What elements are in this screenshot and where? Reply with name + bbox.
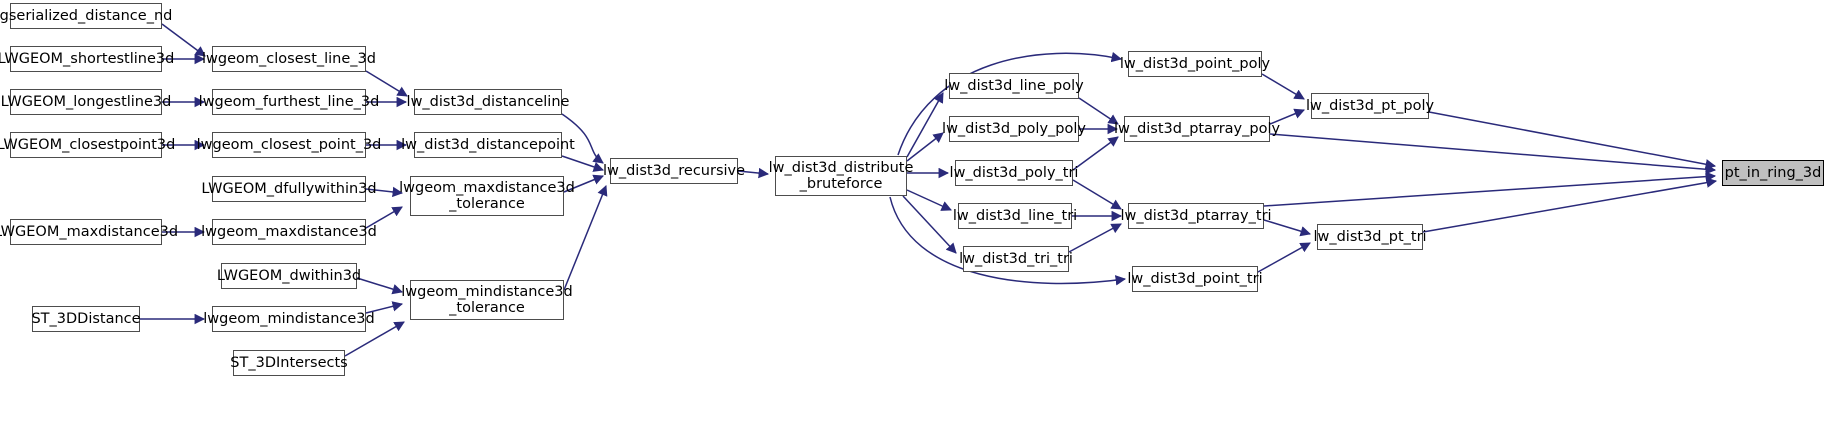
node-label: lw_dist3d_point_poly	[1119, 56, 1271, 72]
node-lw_dist3d_line_tri[interactable]: lw_dist3d_line_tri	[953, 203, 1077, 229]
edge-LWGEOM_dwithin3d-to-lwgeom_mindistance3d_tolerance	[356, 277, 404, 295]
node-ST_3DDistance[interactable]: ST_3DDistance	[31, 306, 141, 332]
edge-lwgeom_mindistance3d-to-lwgeom_mindistance3d_tolerance	[365, 301, 404, 314]
node-LWGEOM_shortestline3d[interactable]: LWGEOM_shortestline3d	[0, 46, 174, 72]
edge-lwgeom_maxdistance3d-to-lwgeom_maxdistance3d_tolerance	[365, 206, 403, 229]
edge-lw_dist3d_recursive-to-lw_dist3d_distribute_bruteforce	[737, 167, 770, 179]
node-lwgeom_maxdistance3d_tolerance[interactable]: lwgeom_maxdistance3d _tolerance	[399, 176, 575, 216]
edge-lwgeom_mindistance3d_tolerance-to-lw_dist3d_recursive	[563, 185, 608, 291]
node-label: LWGEOM_dwithin3d	[216, 268, 362, 284]
edge-lw_dist3d_tri_tri-to-lw_dist3d_ptarray_tri	[1068, 223, 1122, 253]
node-lwgeom_mindistance3d_tolerance[interactable]: lwgeom_mindistance3d _tolerance	[401, 280, 573, 320]
edge-lw_dist3d_ptarray_tri-to-pt_in_ring_3d	[1263, 171, 1717, 207]
node-ST_3DIntersects[interactable]: ST_3DIntersects	[230, 350, 348, 376]
node-lw_dist3d_distancepoint[interactable]: lw_dist3d_distancepoint	[401, 132, 575, 158]
node-lw_dist3d_ptarray_tri[interactable]: lw_dist3d_ptarray_tri	[1120, 203, 1272, 229]
node-lw_dist3d_tri_tri[interactable]: lw_dist3d_tri_tri	[959, 246, 1073, 272]
node-label: lw_dist3d_recursive	[602, 163, 746, 179]
node-lwgeom_maxdistance3d[interactable]: lwgeom_maxdistance3d	[201, 219, 377, 245]
node-label: lw_dist3d_distribute _bruteforce	[768, 160, 914, 192]
node-label: lw_dist3d_pt_tri	[1313, 229, 1427, 245]
node-label: lwgeom_mindistance3d	[203, 311, 375, 327]
node-label: lw_dist3d_tri_tri	[959, 251, 1073, 267]
edge-LWGEOM_dfullywithin3d-to-lwgeom_maxdistance3d_tolerance	[365, 186, 404, 198]
node-label: LWGEOM_shortestline3d	[0, 51, 175, 67]
edge-lw_dist3d_distribute_bruteforce-to-lw_dist3d_line_poly	[906, 92, 944, 158]
node-LWGEOM_closestpoint3d[interactable]: LWGEOM_closestpoint3d	[0, 132, 175, 158]
node-label: lwgeom_maxdistance3d _tolerance	[399, 180, 575, 212]
edge-lw_dist3d_point_tri-to-lw_dist3d_pt_tri	[1257, 242, 1311, 273]
node-label: lw_dist3d_ptarray_poly	[1113, 121, 1281, 137]
node-label: lw_dist3d_distancepoint	[401, 137, 575, 153]
edge-lw_dist3d_distribute_bruteforce-to-lw_dist3d_poly_poly	[906, 132, 944, 162]
node-label: lw_dist3d_poly_poly	[942, 121, 1086, 137]
node-label: lw_dist3d_point_tri	[1127, 271, 1263, 287]
node-gserialized_distance_nd[interactable]: gserialized_distance_nd	[0, 3, 172, 29]
node-label: ST_3DDistance	[31, 311, 141, 327]
node-lwgeom_closest_point_3d[interactable]: lwgeom_closest_point_3d	[197, 132, 381, 158]
node-lw_dist3d_poly_poly[interactable]: lw_dist3d_poly_poly	[942, 116, 1086, 142]
node-label: lwgeom_closest_point_3d	[196, 137, 382, 153]
node-label: lw_dist3d_pt_poly	[1305, 98, 1435, 114]
node-label: LWGEOM_maxdistance3d	[0, 224, 179, 240]
node-label: lwgeom_furthest_line_3d	[198, 94, 380, 110]
edge-lw_dist3d_pt_poly-to-pt_in_ring_3d	[1428, 111, 1717, 170]
node-label: lw_dist3d_ptarray_tri	[1120, 208, 1272, 224]
node-label: lwgeom_closest_line_3d	[202, 51, 376, 67]
edge-lw_dist3d_line_poly-to-lw_dist3d_ptarray_poly	[1078, 97, 1119, 125]
edge-lw_dist3d_distribute_bruteforce-to-lw_dist3d_tri_tri	[902, 195, 957, 254]
edge-lw_dist3d_distanceline-to-lw_dist3d_recursive	[561, 113, 604, 164]
node-lw_dist3d_distanceline[interactable]: lw_dist3d_distanceline	[407, 89, 569, 115]
node-lw_dist3d_poly_tri[interactable]: lw_dist3d_poly_tri	[950, 160, 1078, 186]
node-label: lwgeom_mindistance3d _tolerance	[401, 284, 573, 316]
node-lwgeom_furthest_line_3d[interactable]: lwgeom_furthest_line_3d	[199, 89, 379, 115]
node-label: lw_dist3d_poly_tri	[949, 165, 1079, 181]
edge-lw_dist3d_pt_tri-to-pt_in_ring_3d	[1422, 177, 1718, 233]
edge-lw_dist3d_distribute_bruteforce-to-lw_dist3d_point_poly	[897, 51, 1123, 156]
node-lw_dist3d_ptarray_poly[interactable]: lw_dist3d_ptarray_poly	[1114, 116, 1280, 142]
edge-lwgeom_closest_line_3d-to-lw_dist3d_distanceline	[365, 70, 408, 97]
node-label: lw_dist3d_line_tri	[952, 208, 1078, 224]
node-lw_dist3d_point_poly[interactable]: lw_dist3d_point_poly	[1120, 51, 1270, 77]
node-LWGEOM_maxdistance3d[interactable]: LWGEOM_maxdistance3d	[0, 219, 178, 245]
edge-lw_dist3d_ptarray_poly-to-lw_dist3d_pt_poly	[1269, 108, 1305, 125]
node-label: lwgeom_maxdistance3d	[201, 224, 377, 240]
edge-lwgeom_maxdistance3d_tolerance-to-lw_dist3d_recursive	[563, 174, 604, 193]
edge-lw_dist3d_distribute_bruteforce-to-lw_dist3d_point_tri	[889, 196, 1127, 286]
edge-gserialized_distance_nd-to-lwgeom_closest_line_3d	[161, 23, 206, 57]
node-label: lw_dist3d_line_poly	[944, 78, 1084, 94]
node-label: ST_3DIntersects	[230, 355, 348, 371]
edge-lw_dist3d_distancepoint-to-lw_dist3d_recursive	[561, 155, 604, 172]
node-lwgeom_closest_line_3d[interactable]: lwgeom_closest_line_3d	[202, 46, 376, 72]
node-lw_dist3d_line_poly[interactable]: lw_dist3d_line_poly	[944, 73, 1084, 99]
node-label: gserialized_distance_nd	[0, 8, 173, 24]
node-label: LWGEOM_longestline3d	[0, 94, 172, 110]
node-label: pt_in_ring_3d	[1724, 165, 1822, 181]
edge-lw_dist3d_ptarray_tri-to-lw_dist3d_pt_tri	[1263, 219, 1312, 237]
edge-lw_dist3d_poly_tri-to-lw_dist3d_ptarray_poly	[1072, 136, 1119, 171]
node-lwgeom_mindistance3d[interactable]: lwgeom_mindistance3d	[203, 306, 375, 332]
node-LWGEOM_dfullywithin3d[interactable]: LWGEOM_dfullywithin3d	[201, 176, 377, 202]
edge-lw_dist3d_point_poly-to-lw_dist3d_pt_poly	[1261, 73, 1305, 100]
node-lw_dist3d_pt_tri[interactable]: lw_dist3d_pt_tri	[1313, 224, 1427, 250]
node-LWGEOM_longestline3d[interactable]: LWGEOM_longestline3d	[1, 89, 171, 115]
node-lw_dist3d_point_tri[interactable]: lw_dist3d_point_tri	[1127, 266, 1263, 292]
node-lw_dist3d_recursive[interactable]: lw_dist3d_recursive	[603, 158, 745, 184]
node-LWGEOM_dwithin3d[interactable]: LWGEOM_dwithin3d	[217, 263, 361, 289]
edge-ST_3DIntersects-to-lwgeom_mindistance3d_tolerance	[344, 321, 405, 357]
node-label: LWGEOM_closestpoint3d	[0, 137, 176, 153]
node-label: LWGEOM_dfullywithin3d	[201, 181, 377, 197]
edge-lw_dist3d_poly_tri-to-lw_dist3d_ptarray_tri	[1072, 179, 1122, 210]
node-lw_dist3d_pt_poly[interactable]: lw_dist3d_pt_poly	[1306, 93, 1434, 119]
edge-lw_dist3d_distribute_bruteforce-to-lw_dist3d_line_tri	[906, 189, 952, 211]
node-pt_in_ring_3d[interactable]: pt_in_ring_3d	[1722, 160, 1824, 186]
node-label: lw_dist3d_distanceline	[406, 94, 570, 110]
edge-lw_dist3d_ptarray_poly-to-pt_in_ring_3d	[1269, 133, 1717, 175]
node-lw_dist3d_distribute_bruteforce[interactable]: lw_dist3d_distribute _bruteforce	[769, 156, 913, 196]
